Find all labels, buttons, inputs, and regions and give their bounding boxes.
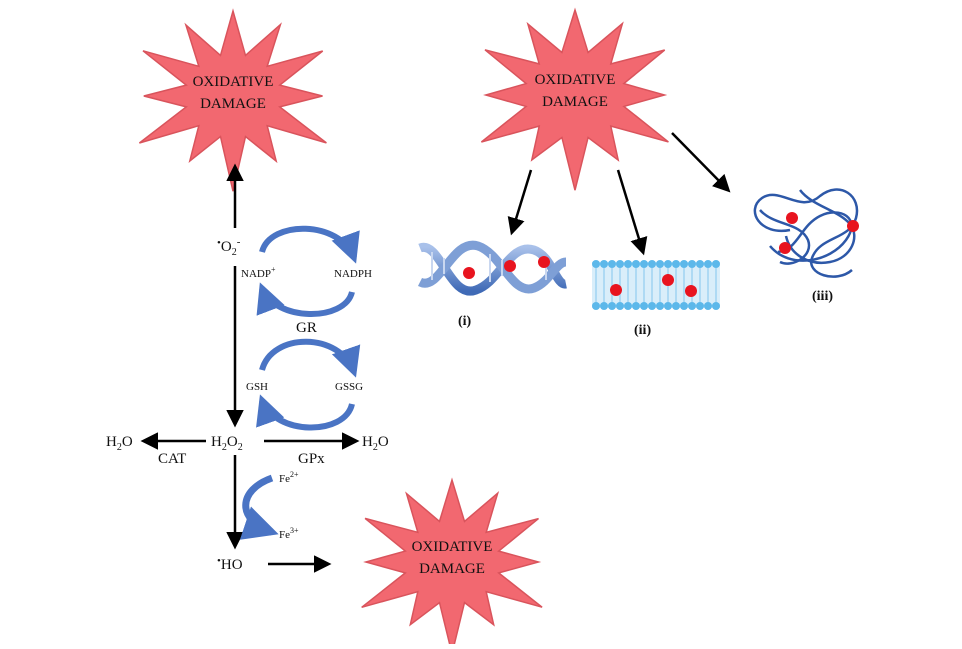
lipid-head (632, 260, 640, 268)
dna-helix-image (417, 240, 568, 296)
lipid-head (696, 260, 704, 268)
gssg-label: GSSG (335, 381, 363, 393)
lipid-head (672, 260, 680, 268)
lipid-head (648, 302, 656, 310)
membrane-label: (ii) (634, 323, 651, 338)
lipid-head (656, 302, 664, 310)
dna-damage-spots (463, 256, 550, 279)
nadp-gr-cycle: NADP+ NADPH GR (241, 225, 372, 336)
burst-top-right-line1: OXIDATIVE (535, 72, 616, 88)
oxidative-damage-burst-bottom: OXIDATIVE DAMAGE (361, 477, 543, 649)
lipid-head (648, 260, 656, 268)
lipid-head (640, 302, 648, 310)
burst-top-right-line2: DAMAGE (542, 94, 608, 110)
gpx-label: GPx (298, 451, 325, 467)
lipid-head (616, 260, 624, 268)
gr-enzyme-label: GR (296, 320, 317, 336)
hydroxyl-radical-label: •HO (217, 555, 243, 573)
nadph-label: NADPH (334, 268, 372, 280)
water-right-label: H2O (362, 434, 389, 453)
lipid-head (672, 302, 680, 310)
lipid-head (640, 260, 648, 268)
water-left-label: H2O (106, 434, 133, 453)
arrow-to-membrane (616, 169, 648, 256)
lipid-head (688, 302, 696, 310)
lipid-head (688, 260, 696, 268)
lipid-head (664, 260, 672, 268)
nadp-label: NADP+ (241, 265, 276, 280)
lipid-head (600, 302, 608, 310)
oxidative-damage-burst-top-left: OXIDATIVE DAMAGE (138, 8, 327, 192)
protein-label: (iii) (812, 289, 833, 304)
burst-top-left-line2: DAMAGE (200, 96, 266, 112)
fe3-label: Fe3+ (279, 526, 299, 541)
burst-top-left-line1: OXIDATIVE (193, 74, 274, 90)
lipid-head (712, 260, 720, 268)
burst-bottom-line1: OXIDATIVE (412, 539, 493, 555)
superoxide-label: •O2- (217, 236, 241, 258)
dna-label: (i) (458, 314, 472, 329)
catalase-label: CAT (158, 451, 186, 467)
lipid-head (608, 260, 616, 268)
arrow-to-protein (671, 132, 731, 193)
lipid-head (608, 302, 616, 310)
gsh-label: GSH (246, 381, 268, 393)
lipid-head (616, 302, 624, 310)
fe2-label: Fe2+ (279, 470, 299, 485)
lipid-head (680, 302, 688, 310)
protein-tangle-image (753, 188, 859, 278)
hydrogen-peroxide-label: H2O2 (211, 434, 243, 453)
lipid-head (592, 302, 600, 310)
lipid-head (704, 302, 712, 310)
lipid-head (712, 302, 720, 310)
burst-bottom-line2: DAMAGE (419, 561, 485, 577)
lipid-head (592, 260, 600, 268)
lipid-membrane-image (592, 260, 720, 310)
glutathione-cycle: GSH GSSG (246, 338, 363, 431)
lipid-head (624, 302, 632, 310)
lipid-head (704, 260, 712, 268)
lipid-head (624, 260, 632, 268)
lipid-head (664, 302, 672, 310)
lipid-head (600, 260, 608, 268)
oxidative-damage-burst-top-right: OXIDATIVE DAMAGE (480, 7, 669, 191)
membrane-damage-spots (610, 274, 697, 297)
arrow-to-dna (507, 169, 533, 236)
lipid-head (680, 260, 688, 268)
lipid-head (632, 302, 640, 310)
lipid-head (656, 260, 664, 268)
fenton-iron-arrow: Fe2+ Fe3+ (239, 470, 299, 541)
lipid-head (696, 302, 704, 310)
